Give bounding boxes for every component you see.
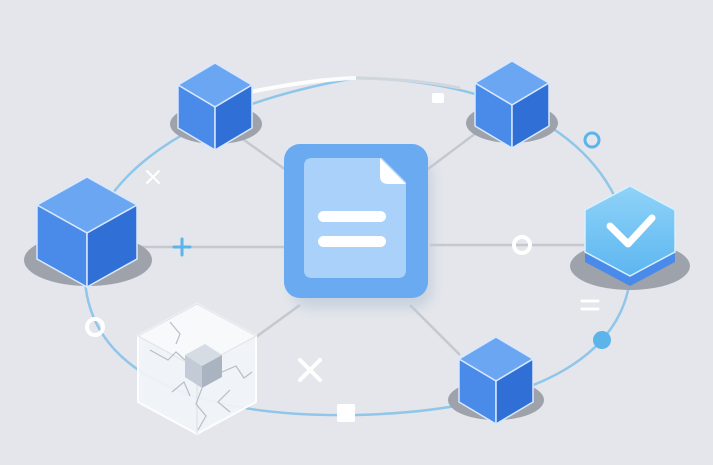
ring-icon: [583, 131, 601, 149]
broken-cube-icon: [136, 302, 258, 436]
plus-icon: [172, 237, 192, 257]
cube-icon: [35, 176, 139, 289]
verified-node: [570, 185, 690, 290]
broken-block-node: [136, 302, 258, 436]
ring-icon: [85, 317, 105, 337]
equals-icon: [580, 299, 600, 311]
document-icon: [304, 158, 406, 278]
cube-icon: [473, 60, 551, 150]
x-icon: [146, 170, 160, 184]
block-node-bottom-right: [448, 336, 544, 426]
block-node-top-right: [466, 60, 558, 150]
document-hub: [284, 144, 432, 308]
dot-icon: [593, 331, 611, 349]
x-icon: [298, 358, 322, 382]
cube-icon: [457, 336, 535, 426]
block-node-top-left: [170, 62, 262, 152]
decorations: [85, 93, 611, 422]
cube-icon: [176, 62, 254, 152]
square-icon: [432, 93, 444, 103]
ring-icon: [512, 235, 532, 255]
checkmark-shield-icon: [584, 185, 676, 286]
square-icon: [337, 404, 355, 422]
block-node-left: [24, 176, 152, 289]
